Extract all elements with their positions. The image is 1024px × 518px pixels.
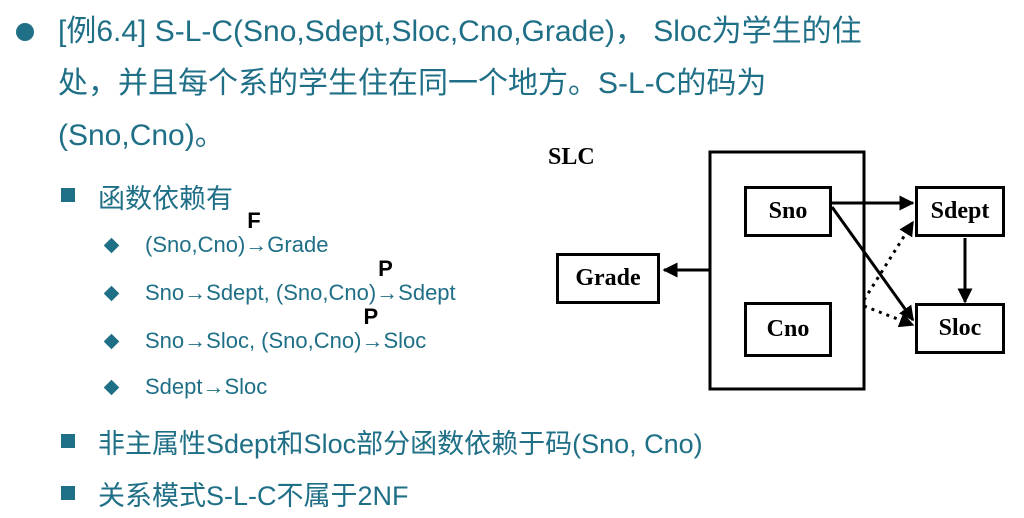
partial-fd-arrow: P→ (376, 256, 399, 306)
example-line-3: (Sno,Cno)。 (58, 119, 225, 152)
dependency-4: Sdept→Sloc (145, 374, 268, 399)
bullet-square (61, 188, 75, 202)
bullet-square (61, 486, 75, 500)
partial-fd-tag: P (378, 256, 393, 281)
node-cno: Cno (744, 302, 832, 357)
full-fd-tag: F (247, 208, 261, 233)
nonprime-statement: 非主属性Sdept和Sloc部分函数依赖于码(Sno, Cno) (98, 429, 703, 459)
fd-heading: 函数依赖有 (98, 184, 233, 214)
example-text: [例6.4] S-L-C(Sno,Sdept,Sloc,Cno,Grade)， … (58, 10, 862, 158)
arrow-sno-sloc (830, 206, 915, 322)
bullet-dot (16, 23, 34, 41)
example-line-1: [例6.4] S-L-C(Sno,Sdept,Sloc,Cno,Grade)， … (58, 15, 862, 48)
not-2nf-statement: 关系模式S-L-C不属于2NF (98, 481, 409, 511)
dependency-1: (Sno,Cno)F→Grade (145, 208, 329, 258)
node-sloc: Sloc (915, 303, 1005, 354)
dotted-arrow-key-sloc (863, 304, 915, 328)
node-sno: Sno (744, 186, 832, 237)
diagram-title: SLC (548, 144, 595, 170)
dependency-2: Sno→Sdept, (Sno,Cno)P→Sdept (145, 256, 456, 306)
partial-fd-arrow: P→ (361, 304, 384, 354)
dependency-3: Sno→Sloc, (Sno,Cno)P→Sloc (145, 304, 427, 354)
node-grade: Grade (556, 253, 660, 304)
node-sdept: Sdept (915, 186, 1005, 237)
full-fd-arrow: F→ (245, 208, 268, 258)
bullet-square (61, 434, 75, 448)
example-line-2: 处，并且每个系的学生住在同一个地方。S-L-C的码为 (58, 67, 767, 100)
partial-fd-tag: P (363, 304, 379, 329)
